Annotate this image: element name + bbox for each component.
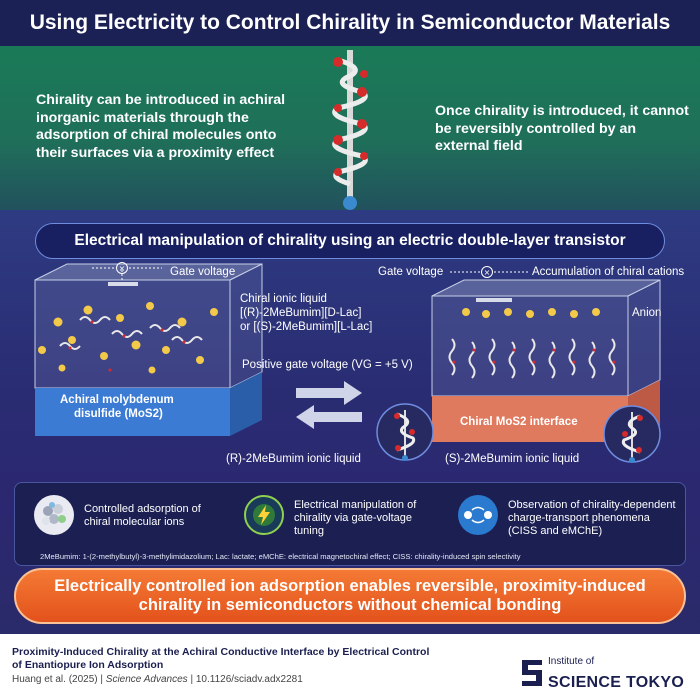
gate-voltage-symbol-left — [116, 262, 128, 274]
lightning-bolt-icon — [244, 495, 284, 535]
achiral-substrate-label-line2: disulfide (MoS2) — [74, 408, 163, 420]
ionic-liquid-title: Chiral ionic liquid — [240, 293, 327, 305]
citation-footer — [0, 634, 700, 700]
reversible-arrows — [296, 381, 362, 429]
science-tokyo-logo-icon — [522, 660, 542, 686]
svg-text:×: × — [119, 264, 126, 273]
conclusion-banner: Electrically controlled ion adsorption e… — [14, 568, 686, 624]
electron-transport-icon — [458, 495, 498, 535]
chiral-interface-label: Chiral MoS2 interface — [460, 416, 578, 428]
intro-right-text: Once chirality is introduced, it cannot … — [435, 103, 689, 154]
gate-voltage-label-right: Gate voltage — [378, 266, 444, 278]
gate-voltage-symbol-right — [481, 266, 493, 278]
chiral-helix-illustration — [332, 50, 368, 210]
ionic-liquid-line2: or [(S)-2MeBumim][L-Lac] — [240, 321, 373, 333]
r-ionic-liquid-label: (R)-2MeBumim ionic liquid — [226, 453, 361, 465]
logo-institute-text: Institute of — [548, 656, 595, 667]
s-helix-badge — [603, 405, 661, 463]
citation-line: Huang et al. (2025) | Science Advances |… — [12, 674, 303, 685]
accumulation-label: Accumulation of chiral cations — [532, 266, 685, 278]
edl-transistor-diagram: × — [34, 262, 661, 463]
gate-voltage-label-left: Gate voltage — [170, 266, 236, 278]
features-panel — [14, 482, 686, 566]
achiral-substrate-label-line1: Achiral molybdenum — [60, 394, 174, 406]
logo-science-tokyo-text: SCIENCE TOKYO — [548, 674, 685, 691]
ionic-liquid-line1: [(R)-2MeBumim][D-Lac] — [240, 307, 362, 319]
s-ionic-liquid-label: (S)-2MeBumim ionic liquid — [445, 453, 580, 465]
paper-title: Proximity-Induced Chirality at the Achir… — [12, 646, 430, 671]
citation-authors: Huang et al. (2025) — [12, 674, 98, 685]
left-device — [34, 263, 263, 436]
abbreviation-footnote: 2MeBumim: 1-(2-methylbutyl)-3-methylimid… — [40, 552, 521, 561]
section-title: Electrical manipulation of chirality usi… — [35, 223, 665, 259]
feature-charge-transport: Observation of chirality-dependent charg… — [508, 499, 676, 537]
positive-gate-label: Positive gate voltage (VG = +5 V) — [242, 359, 413, 371]
anion-label: Anion — [632, 307, 662, 319]
feature-controlled-adsorption: Controlled adsorption of chiral molecula… — [84, 503, 201, 528]
svg-text:×: × — [484, 268, 491, 277]
r-helix-badge — [376, 403, 434, 461]
molecule-cluster-icon — [34, 495, 74, 535]
citation-journal: Science Advances — [105, 674, 188, 685]
citation-doi[interactable]: 10.1126/sciadv.adx2281 — [195, 674, 303, 685]
feature-electrical-manipulation: Electrical manipulation of chirality via… — [294, 499, 417, 537]
intro-left-text: Chirality can be introduced in achiral i… — [36, 92, 286, 161]
page-title: Using Electricity to Control Chirality i… — [0, 0, 700, 46]
